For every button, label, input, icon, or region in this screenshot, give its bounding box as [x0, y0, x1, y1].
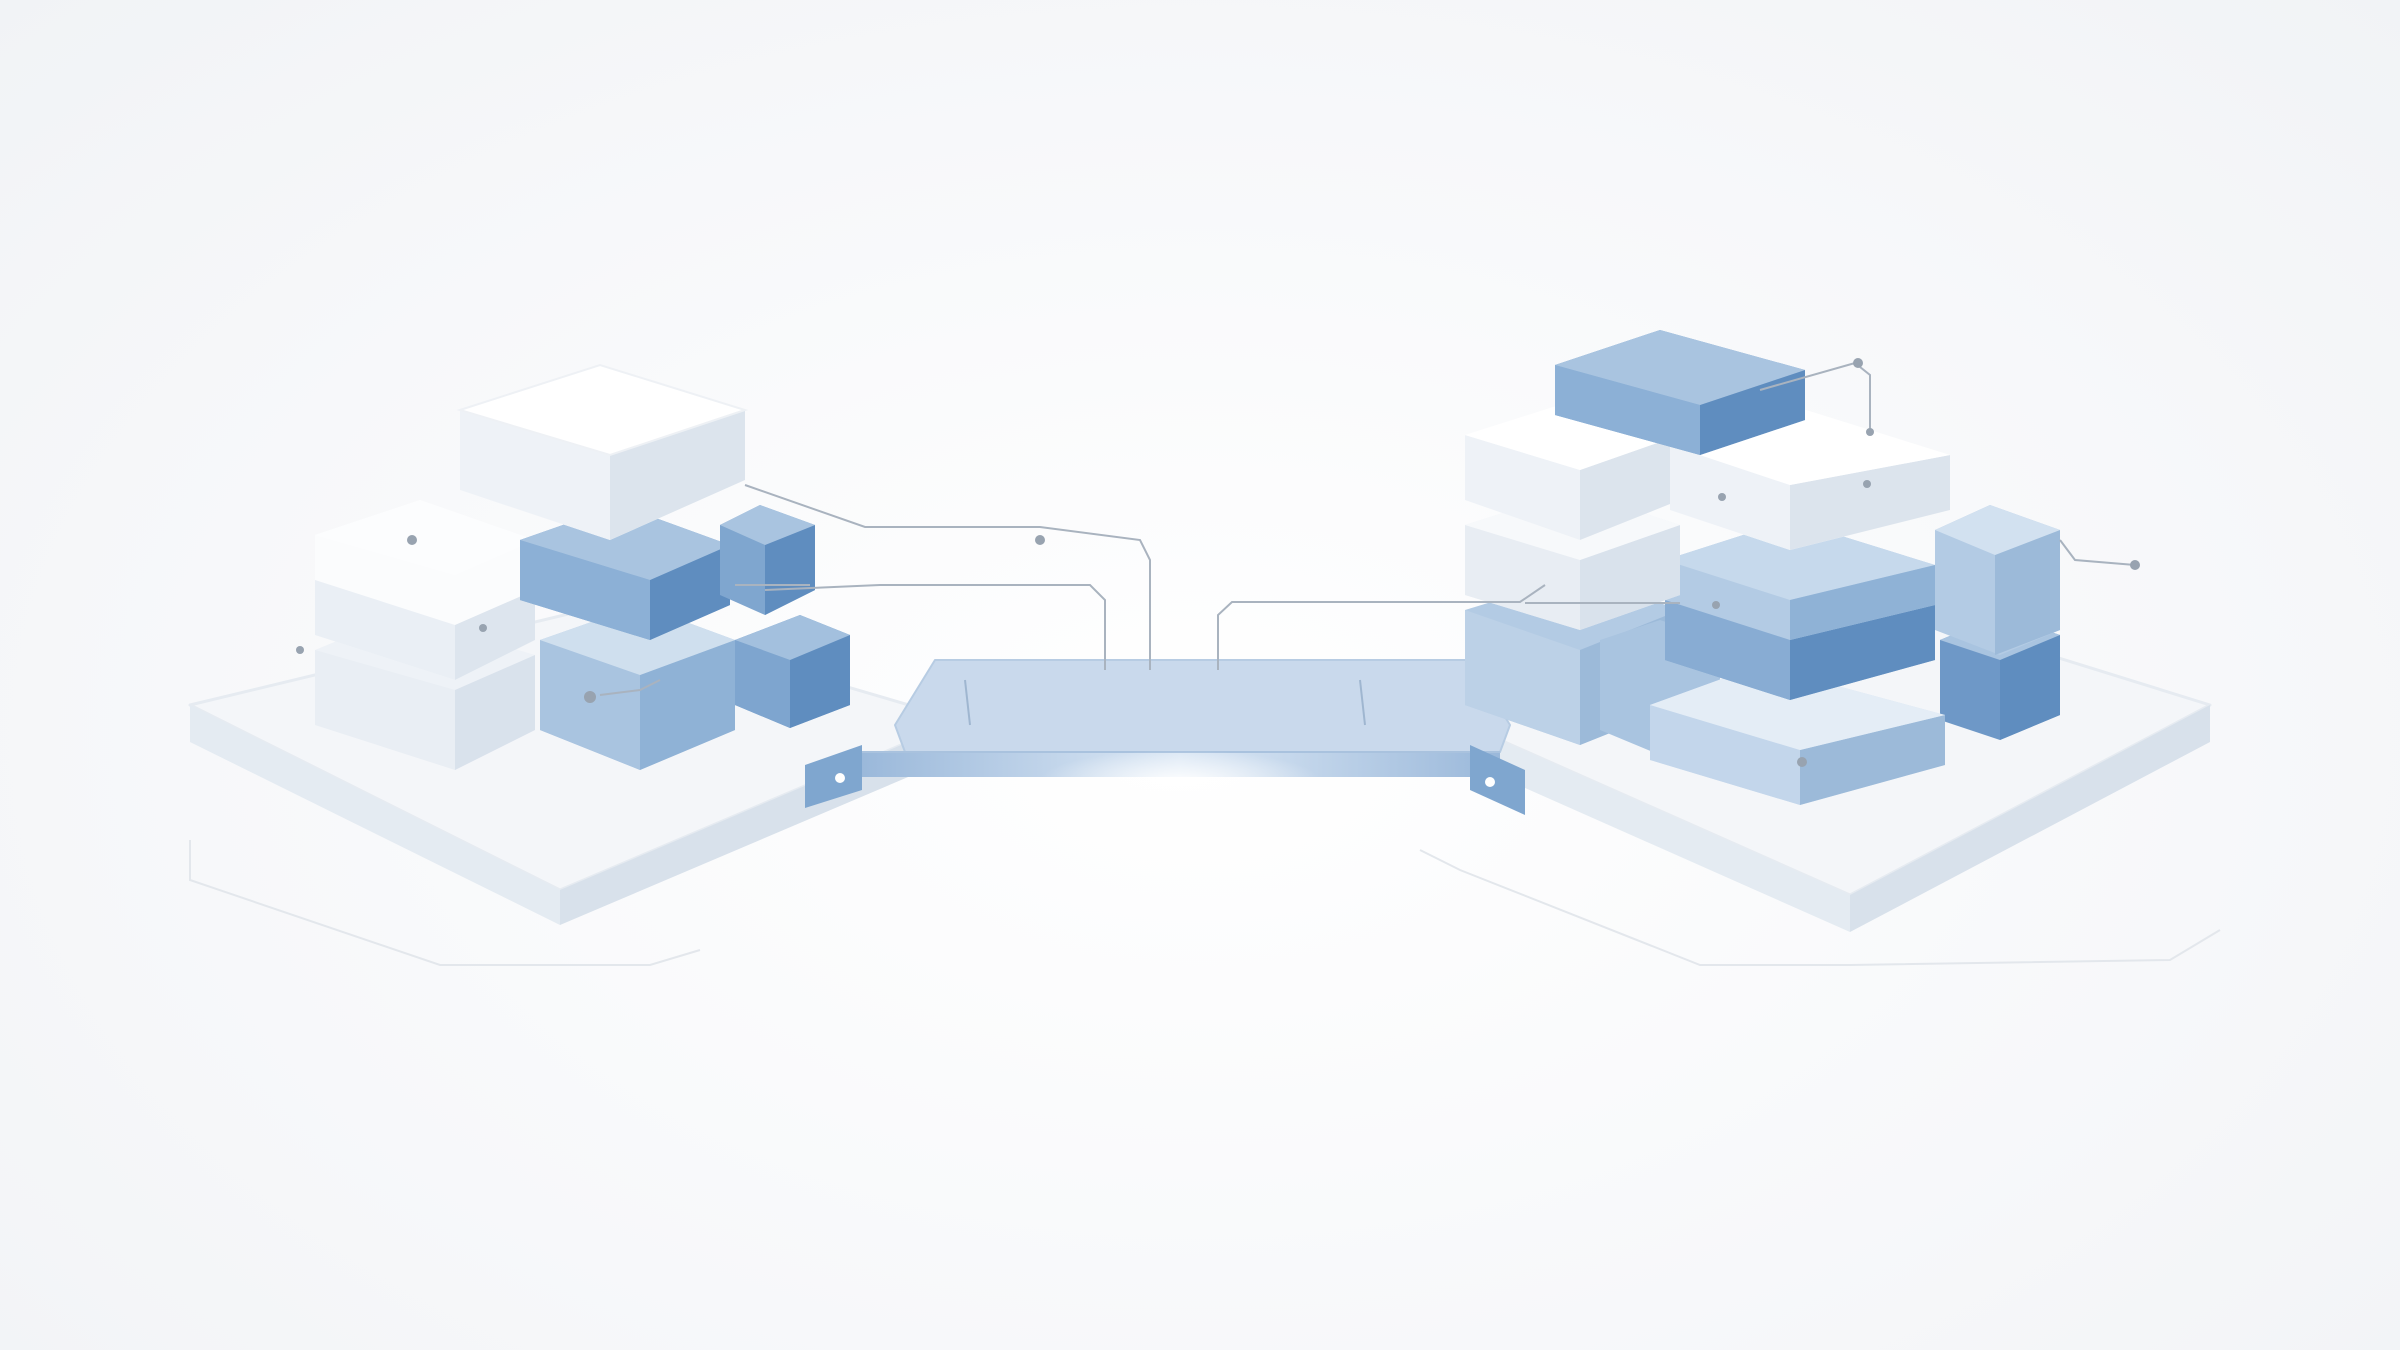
block-blue — [720, 505, 815, 615]
connector-lines — [599, 361, 2136, 696]
node-dot — [1797, 757, 1807, 767]
connector-dots — [296, 358, 2140, 767]
block-lightblue — [1935, 505, 2060, 655]
node-dot — [1035, 535, 1045, 545]
node-dot — [479, 624, 487, 632]
node-dot — [407, 535, 417, 545]
bridge — [805, 659, 1525, 815]
node-dot — [1712, 601, 1720, 609]
node-dot — [296, 646, 304, 654]
node-dot — [2130, 560, 2140, 570]
block-lightblue — [540, 605, 735, 770]
block-blue-top — [1555, 330, 1805, 455]
ground-guides — [189, 840, 2221, 966]
block-blue — [1940, 615, 2060, 740]
node-dot — [1853, 358, 1863, 368]
node-dot — [1866, 428, 1874, 436]
block-lightblue — [1665, 520, 1935, 640]
node-dot — [584, 691, 596, 703]
node-dot — [1863, 480, 1871, 488]
right-block-cluster — [1465, 330, 2060, 805]
block-lightblue — [1650, 665, 1945, 805]
block-white — [315, 500, 535, 680]
node-dot — [1718, 493, 1726, 501]
block-blue — [735, 615, 850, 728]
block-white — [456, 363, 749, 540]
left-block-cluster — [315, 363, 850, 770]
